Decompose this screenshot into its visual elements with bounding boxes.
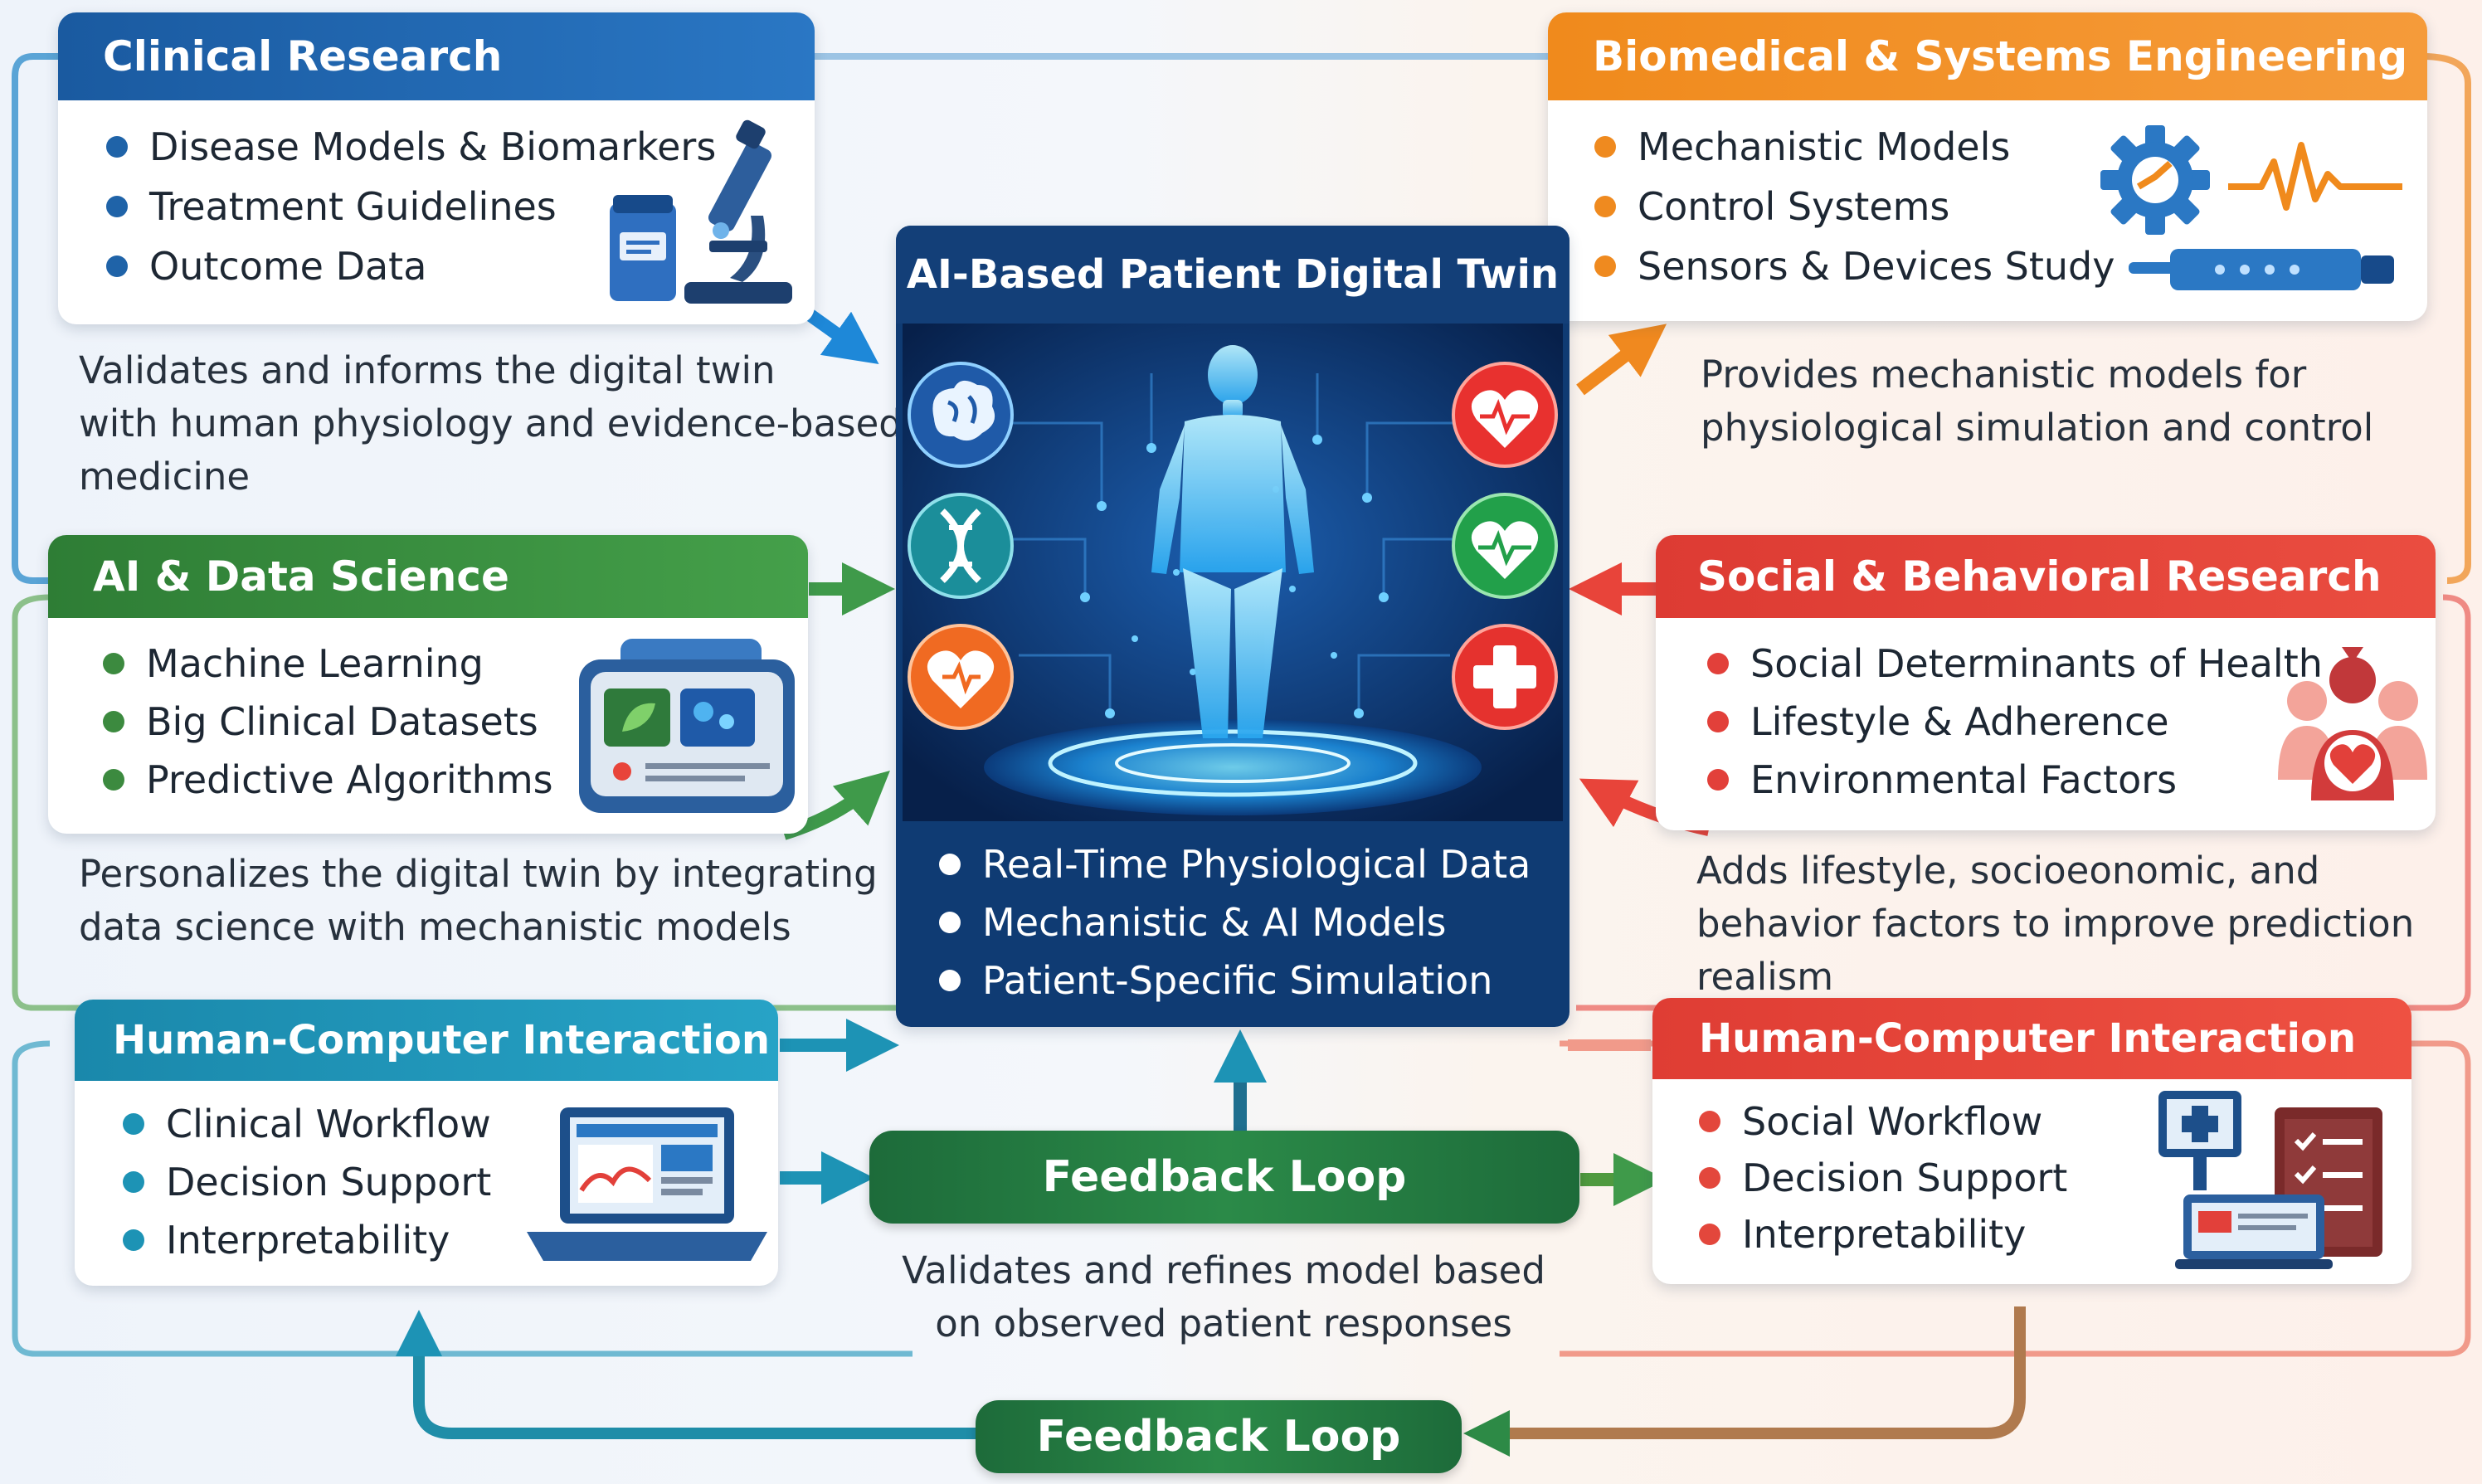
list-item: Disease Models & Biomarkers [106,117,716,177]
description-line: on observed patient responses [935,1302,1512,1345]
feedback-loop-description: Validates and refines model based on obs… [863,1244,1584,1350]
description-line: physiological simulation and control [1701,406,2374,450]
list-item: Real-Time Physiological Data [939,835,1531,893]
list-item: Big Clinical Datasets [103,693,553,751]
ai-data-science-description: Personalizes the digital twin by integra… [79,848,878,954]
ai-data-science-card: AI & Data Science Machine Learning Big C… [48,535,808,834]
arrow-twin-to-biomedical [1576,324,1667,396]
list-item: Clinical Workflow [123,1095,491,1153]
description-line: Provides mechanistic models for [1701,353,2307,397]
microscope-icon [610,119,792,304]
arrow-hci-right-down-to-feedback [1463,1306,2026,1457]
list-item: Treatment Guidelines [106,177,716,236]
clinical-research-description: Validates and informs the digital twin w… [79,344,903,504]
ai-data-science-title: AI & Data Science [48,535,808,618]
hci-right-card: Human-Computer Interaction Social Workfl… [1652,998,2411,1284]
hci-right-title: Human-Computer Interaction [1652,998,2411,1079]
list-item: Sensors & Devices Study [1594,236,2115,296]
list-item: Mechanistic Models [1594,117,2115,177]
list-item: Patient-Specific Simulation [939,951,1531,1010]
digital-twin-visual [903,324,1563,821]
list-item: Decision Support [123,1153,491,1211]
hci-right-loop-outline [1560,1040,2471,1357]
list-item: Lifestyle & Adherence [1707,693,2323,751]
health-monitor-icon [1452,493,1558,599]
ai-loop-outline [12,594,912,1011]
heart-care-icon [908,624,1014,730]
list-item: Environmental Factors [1707,751,2323,809]
hci-left-title: Human-Computer Interaction [75,1000,778,1081]
biomedical-engineering-card: Biomedical & Systems Engineering Mechani… [1548,12,2427,321]
list-item: Interpretability [1699,1206,2067,1263]
social-behavioral-description: Adds lifestyle, socioeonomic, and behavi… [1696,844,2482,1004]
list-item: Social Determinants of Health [1707,635,2323,693]
community-heart-icon [2278,647,2427,800]
medical-cross-icon [1452,624,1558,730]
brain-icon [908,362,1014,468]
laptop-icon [527,1107,767,1261]
hci-left-loop-outline [12,1040,912,1357]
hci-right-list: Social Workflow Decision Support Interpr… [1699,1093,2067,1263]
list-item: Predictive Algorithms [103,751,553,809]
biomedical-engineering-description: Provides mechanistic models for physiolo… [1701,348,2373,455]
description-line: Personalizes the digital twin by integra… [79,852,878,896]
social-behavioral-card: Social & Behavioral Research Social Dete… [1656,535,2436,830]
description-line: Adds lifestyle, socioeonomic, and [1696,849,2320,893]
biomedical-engineering-list: Mechanistic Models Control Systems Senso… [1594,117,2115,296]
clinical-research-card: Clinical Research Disease Models & Bioma… [58,12,815,324]
description-line: Validates and informs the digital twin [79,348,776,392]
dna-icon [908,493,1014,599]
digital-twin-list: Real-Time Physiological Data Mechanistic… [939,835,1531,1010]
checklist-monitor-icon [2158,1091,2382,1269]
sensor-device-icon [2129,249,2394,290]
social-behavioral-title: Social & Behavioral Research [1656,535,2436,618]
list-item: Interpretability [123,1211,491,1269]
list-item: Outcome Data [106,236,716,296]
list-item: Control Systems [1594,177,2115,236]
hci-left-card: Human-Computer Interaction Clinical Work… [75,1000,778,1286]
gear-icon [2100,125,2210,235]
social-loop-outline [1576,594,2471,1011]
description-line: medicine [79,455,251,499]
social-behavioral-list: Social Determinants of Health Lifestyle … [1707,635,2323,809]
description-line: with human physiology and evidence-based [79,401,903,445]
arrow-clinical-to-twin [801,305,879,364]
list-item: Machine Learning [103,635,553,693]
digital-twin-title: AI-Based Patient Digital Twin [896,226,1570,324]
description-line: data science with mechanistic models [79,905,791,949]
digital-twin-panel: AI-Based Patient Digital Twin [896,226,1570,1027]
list-item: Mechanistic & AI Models [939,893,1531,951]
description-line: Validates and refines model based [902,1248,1545,1292]
clinical-research-title: Clinical Research [58,12,815,100]
waveform-icon [2228,142,2402,211]
biomedical-engineering-title: Biomedical & Systems Engineering [1548,12,2427,100]
feedback-loop-bottom[interactable]: Feedback Loop [976,1400,1462,1473]
biomedical-loop-outline [2421,53,2471,584]
list-item: Decision Support [1699,1150,2067,1206]
ai-data-science-list: Machine Learning Big Clinical Datasets P… [103,635,553,809]
list-item: Social Workflow [1699,1093,2067,1150]
data-device-icon [579,639,795,813]
clinical-research-list: Disease Models & Biomarkers Treatment Gu… [106,117,716,296]
hci-left-list: Clinical Workflow Decision Support Inter… [123,1095,491,1269]
heart-rate-icon [1452,362,1558,468]
description-line: behavior factors to improve prediction r… [1696,902,2415,999]
arrow-feedback-to-hci-left [396,1310,979,1439]
feedback-loop-center[interactable]: Feedback Loop [869,1131,1579,1224]
human-figure-icon [1151,345,1314,738]
clinical-loop-outline [12,53,124,584]
